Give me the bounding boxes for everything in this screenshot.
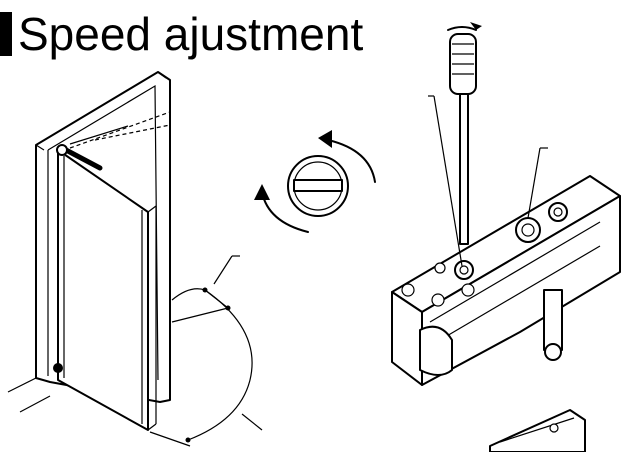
valve-screw-icon	[454, 260, 474, 280]
screwdriver-icon	[447, 22, 482, 245]
closed-door-outline	[69, 111, 171, 390]
screw-slot	[293, 179, 343, 192]
end-cap	[419, 325, 453, 376]
speed-valve-2	[515, 217, 541, 243]
door-illustration	[7, 71, 263, 447]
rotate-arrows-icon	[254, 130, 376, 233]
closing-arc	[187, 289, 253, 441]
door-closer-body	[391, 95, 621, 386]
screwdriver-shaft	[459, 93, 469, 245]
closer-pivot	[56, 144, 68, 156]
closer-detail-partial	[489, 409, 586, 452]
title-text: Speed ajustment	[18, 8, 364, 60]
bottom-hinge	[53, 363, 63, 373]
page-title: Speed ajustment	[0, 6, 363, 62]
pinion	[543, 289, 563, 351]
title-marker	[0, 12, 12, 56]
